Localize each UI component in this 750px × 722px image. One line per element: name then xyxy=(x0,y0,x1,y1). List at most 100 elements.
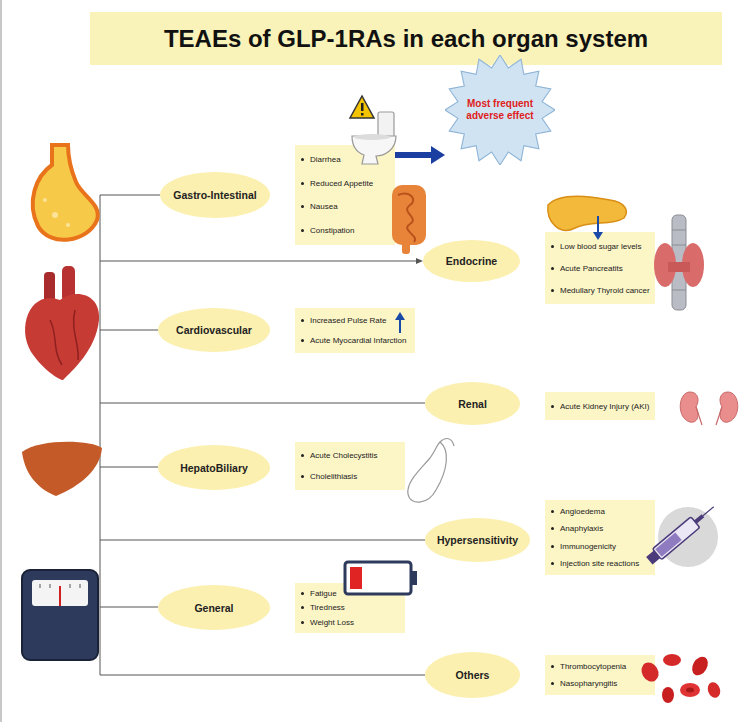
arrow-head xyxy=(431,146,445,164)
bullet-dot xyxy=(301,621,304,624)
bullet-dot xyxy=(301,339,304,342)
scale-icon xyxy=(22,570,98,660)
kidney-icon xyxy=(696,407,722,425)
effect-text: Acute Pancreatits xyxy=(560,264,623,273)
thyroid-icon xyxy=(672,230,686,231)
system-label: Hypersensitivity xyxy=(437,534,518,546)
effect-text: Nasopharyngitis xyxy=(560,679,617,688)
syringe-icon xyxy=(645,501,718,567)
list-item: Diarrhea xyxy=(301,155,391,164)
decrease-arrow xyxy=(597,216,599,234)
tree-branch xyxy=(100,403,425,404)
scale-icon xyxy=(40,584,80,588)
list-item: Weight Loss xyxy=(301,618,401,627)
heart-icon xyxy=(62,266,75,302)
battery-icon xyxy=(345,562,417,594)
stomach-icon xyxy=(33,145,98,240)
syringe-icon xyxy=(694,514,704,523)
bullet-dot xyxy=(301,205,304,208)
stomach-icon xyxy=(52,212,58,218)
system-label: General xyxy=(194,602,233,614)
thyroid-icon xyxy=(672,290,686,291)
scale-icon xyxy=(59,586,61,606)
increase-arrow xyxy=(395,312,405,320)
organ-system-ellipse: HepatoBiliary xyxy=(158,445,270,490)
syringe-icon xyxy=(646,550,660,564)
tree-branch xyxy=(100,540,425,541)
bullet-dot xyxy=(551,245,554,248)
battery-icon xyxy=(411,571,417,585)
kidney-icon xyxy=(720,392,738,422)
kidney-icon xyxy=(680,392,738,425)
system-label: Gastro-Intestinal xyxy=(173,189,256,201)
bullet-dot xyxy=(301,229,304,232)
blood-cell-icon xyxy=(689,654,711,678)
blood-cell-icon xyxy=(638,654,722,703)
bullet-dot xyxy=(551,545,554,548)
kidney-icon xyxy=(680,392,698,422)
effect-text: Fatigue xyxy=(310,589,337,598)
adverse-effect-list: Low blood sugar levelsAcute PancreatitsM… xyxy=(545,232,655,304)
heart-icon xyxy=(25,294,99,380)
effect-text: Reduced Appetite xyxy=(310,179,373,188)
diagram-title: TEAEs of GLP-1RAs in each organ system xyxy=(164,25,648,53)
scale-icon xyxy=(50,584,51,588)
bullet-dot xyxy=(551,405,554,408)
blood-cell-icon xyxy=(706,680,723,699)
bullet-dot xyxy=(301,592,304,595)
decrease-arrow xyxy=(593,216,603,240)
thyroid-icon xyxy=(672,215,686,310)
organ-system-ellipse: Hypersensitivity xyxy=(425,518,530,562)
title-band: TEAEs of GLP-1RAs in each organ system xyxy=(90,12,722,65)
heart-icon xyxy=(44,272,55,304)
list-item: Fatigue xyxy=(301,589,401,598)
gallbladder-icon xyxy=(408,439,454,503)
arrow-shaft xyxy=(395,152,433,158)
bullet-dot xyxy=(551,289,554,292)
effect-text: Tiredness xyxy=(310,603,345,612)
bullet-dot xyxy=(551,682,554,685)
list-item: Acute Cholecystitis xyxy=(301,451,401,460)
effect-text: Anaphylaxis xyxy=(560,524,603,533)
branch-arrowhead xyxy=(416,258,423,264)
effect-text: Weight Loss xyxy=(310,618,354,627)
effect-text: Acute Myocardial Infarction xyxy=(310,336,407,345)
list-item: Acute Pancreatits xyxy=(551,264,651,273)
stomach-icon xyxy=(66,223,70,227)
effect-text: Angioedema xyxy=(560,507,605,516)
blood-cell-icon xyxy=(663,654,681,666)
toilet-icon xyxy=(361,103,364,111)
bullet-dot xyxy=(301,606,304,609)
highlight-starburst: Most frequent adverse effect xyxy=(445,55,555,165)
bullet-dot xyxy=(301,182,304,185)
tree-branch xyxy=(100,195,160,196)
callout-text: Most frequent adverse effect xyxy=(465,98,535,122)
system-label: Cardiovascular xyxy=(176,324,252,336)
list-item: Acute Kidney Injury (AKI) xyxy=(551,402,651,411)
effect-text: Diarrhea xyxy=(310,155,341,164)
gallbladder-icon xyxy=(408,442,447,502)
list-item: Medullary Thyroid cancer xyxy=(551,286,651,295)
heart-icon xyxy=(25,266,99,380)
effect-text: Low blood sugar levels xyxy=(560,242,641,251)
list-item: Injection site reactions xyxy=(551,559,651,568)
syringe-icon xyxy=(655,532,681,556)
bullet-dot xyxy=(301,158,304,161)
bullet-dot xyxy=(551,527,554,530)
bullet-dot xyxy=(301,454,304,457)
liver-icon xyxy=(22,442,102,496)
list-item: Nausea xyxy=(301,202,391,211)
pancreas-icon xyxy=(548,196,627,230)
bullet-dot xyxy=(551,665,554,668)
organ-system-ellipse: Renal xyxy=(425,382,520,425)
tree-branch xyxy=(100,261,418,262)
toilet-icon xyxy=(350,96,396,164)
list-item: Low blood sugar levels xyxy=(551,242,651,251)
page-border xyxy=(0,0,2,722)
scale-icon xyxy=(80,584,81,588)
organ-system-ellipse: Endocrine xyxy=(423,240,520,282)
tree-branch xyxy=(100,607,158,608)
thyroid-icon xyxy=(672,245,686,246)
